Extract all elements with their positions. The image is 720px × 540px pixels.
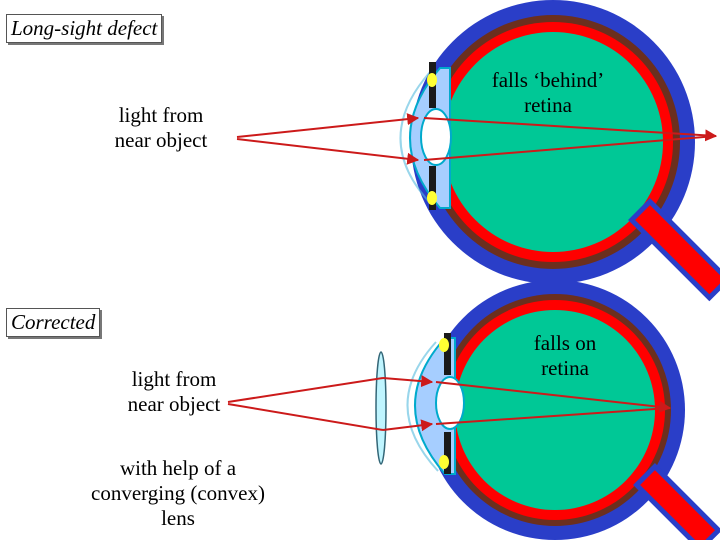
eye-bottom-iris-upper	[444, 333, 451, 375]
eye-bottom	[227, 280, 720, 540]
eye-bottom-lens	[435, 376, 465, 430]
eye-top-ciliary-lower	[427, 191, 437, 205]
eye-top-ray-lower-in	[236, 138, 420, 165]
eye-bottom-optic-nerve	[633, 463, 720, 540]
eye-top-ray-upper-in	[236, 113, 420, 138]
eye-bottom-ciliary-lower	[439, 455, 449, 469]
eye-bottom-ray-lower-mid	[382, 419, 434, 432]
eye-top-iris-lower	[429, 166, 436, 210]
eye-bottom-iris-lower	[444, 432, 451, 474]
title-long-sight: Long-sight defect	[6, 14, 163, 43]
eye-bottom-ray-upper-out	[435, 381, 672, 413]
eye-top-lens	[420, 108, 452, 166]
eye-top-optic-nerve	[628, 198, 720, 302]
title-corrected: Corrected	[6, 308, 101, 337]
top-focus-label: falls ‘behind’ retina	[491, 68, 605, 118]
eye-bottom-vitreous	[455, 310, 655, 510]
eye-bottom-ray-lower-in	[227, 403, 384, 431]
bottom-focus-label: falls on retina	[533, 331, 597, 381]
eye-bottom-ray-lower-out	[435, 407, 671, 425]
eye-bottom-ciliary-upper	[439, 338, 449, 352]
top-light-source-label: light from near object	[114, 103, 208, 153]
eye-top	[236, 0, 720, 302]
eye-top-ciliary-upper	[427, 73, 437, 87]
convex-lens	[375, 351, 387, 465]
eye-top-ray-upper-out	[423, 117, 718, 142]
eye-bottom-ray-upper-mid	[382, 375, 434, 388]
lens-label: with help of a converging (convex) lens	[91, 456, 265, 531]
bottom-light-source-label: light from near object	[127, 367, 221, 417]
eye-bottom-ray-upper-in	[227, 377, 384, 403]
eye-top-vitreous	[443, 32, 663, 252]
eye-top-ray-lower-out	[423, 135, 717, 161]
